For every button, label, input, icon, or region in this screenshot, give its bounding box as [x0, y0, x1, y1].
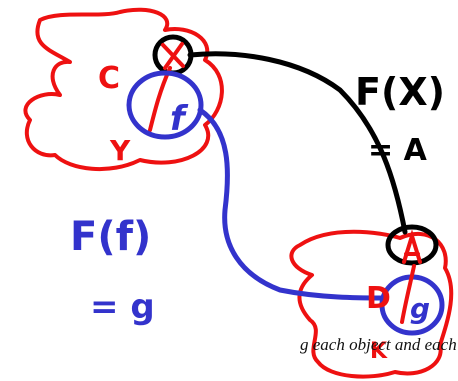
source-y-label: Y: [109, 134, 131, 167]
target-domain-label: D: [366, 281, 391, 316]
target-object-circle: [385, 224, 439, 266]
target-morphism-label: g: [410, 292, 430, 325]
caption-text: g each object and each: [300, 335, 457, 354]
source-object-x-mark: [161, 42, 185, 70]
functor-morphism-label-line2: = g: [90, 287, 155, 327]
functor-object-label-line2: = A: [368, 133, 428, 168]
target-morphism-arrow: [400, 264, 416, 324]
source-morphism-label: f: [170, 99, 189, 139]
source-category-blob: [23, 7, 224, 172]
functor-object-arrow: [187, 51, 408, 235]
functor-morphism-arrow: [197, 107, 388, 301]
target-object-a-mark: [402, 229, 422, 264]
source-domain-label: C: [98, 61, 120, 96]
source-morphism-circle: [126, 70, 204, 140]
functor-morphism-label-line1: F(f): [70, 214, 151, 260]
target-corner-label: K: [370, 339, 388, 364]
functor-object-label-line1: F(X): [355, 70, 445, 114]
